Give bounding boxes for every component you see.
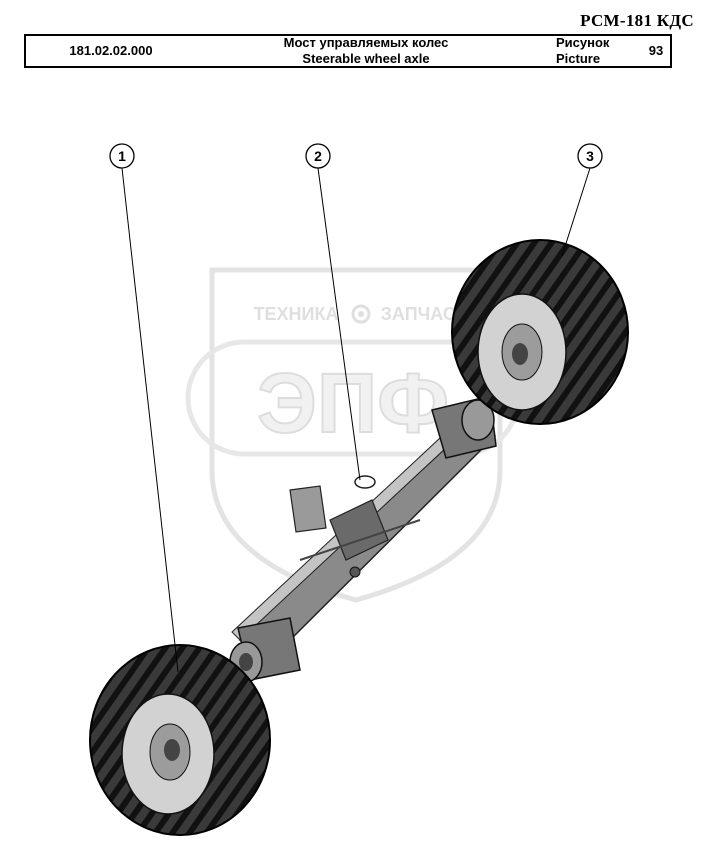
picture-label-ru: Рисунок bbox=[556, 35, 610, 50]
left-wheel bbox=[89, 644, 271, 836]
callout-2: 2 bbox=[305, 143, 361, 481]
callout-3: 3 bbox=[561, 143, 603, 257]
callout-3-number: 3 bbox=[586, 148, 594, 164]
right-wheel bbox=[451, 239, 629, 425]
right-hub bbox=[431, 395, 497, 459]
gear-icon bbox=[351, 304, 371, 324]
picture-label: Рисунок Picture bbox=[556, 35, 646, 66]
watermark-text-left: ТЕХНИКА bbox=[254, 304, 339, 324]
title-block: 181.02.02.000 Мост управляемых колес Ste… bbox=[24, 34, 672, 68]
axle-beam bbox=[231, 409, 497, 651]
picture-number: 93 bbox=[648, 43, 664, 58]
callout-1-number: 1 bbox=[118, 148, 126, 164]
watermark-logo: ЭПФ bbox=[257, 356, 449, 450]
callout-1: 1 bbox=[109, 143, 179, 673]
part-code: 181.02.02.000 bbox=[69, 43, 153, 58]
watermark: ТЕХНИКА ЗАПЧАСТИ ЭПФ bbox=[185, 267, 521, 603]
callout-2-number: 2 bbox=[314, 148, 322, 164]
model-title: РСМ-181 КДС bbox=[580, 11, 694, 30]
part-title: Мост управляемых колес Steerable wheel a… bbox=[216, 35, 516, 66]
part-title-ru: Мост управляемых колес bbox=[283, 35, 449, 50]
picture-label-en: Picture bbox=[556, 51, 601, 66]
part-title-en: Steerable wheel axle bbox=[302, 51, 430, 66]
